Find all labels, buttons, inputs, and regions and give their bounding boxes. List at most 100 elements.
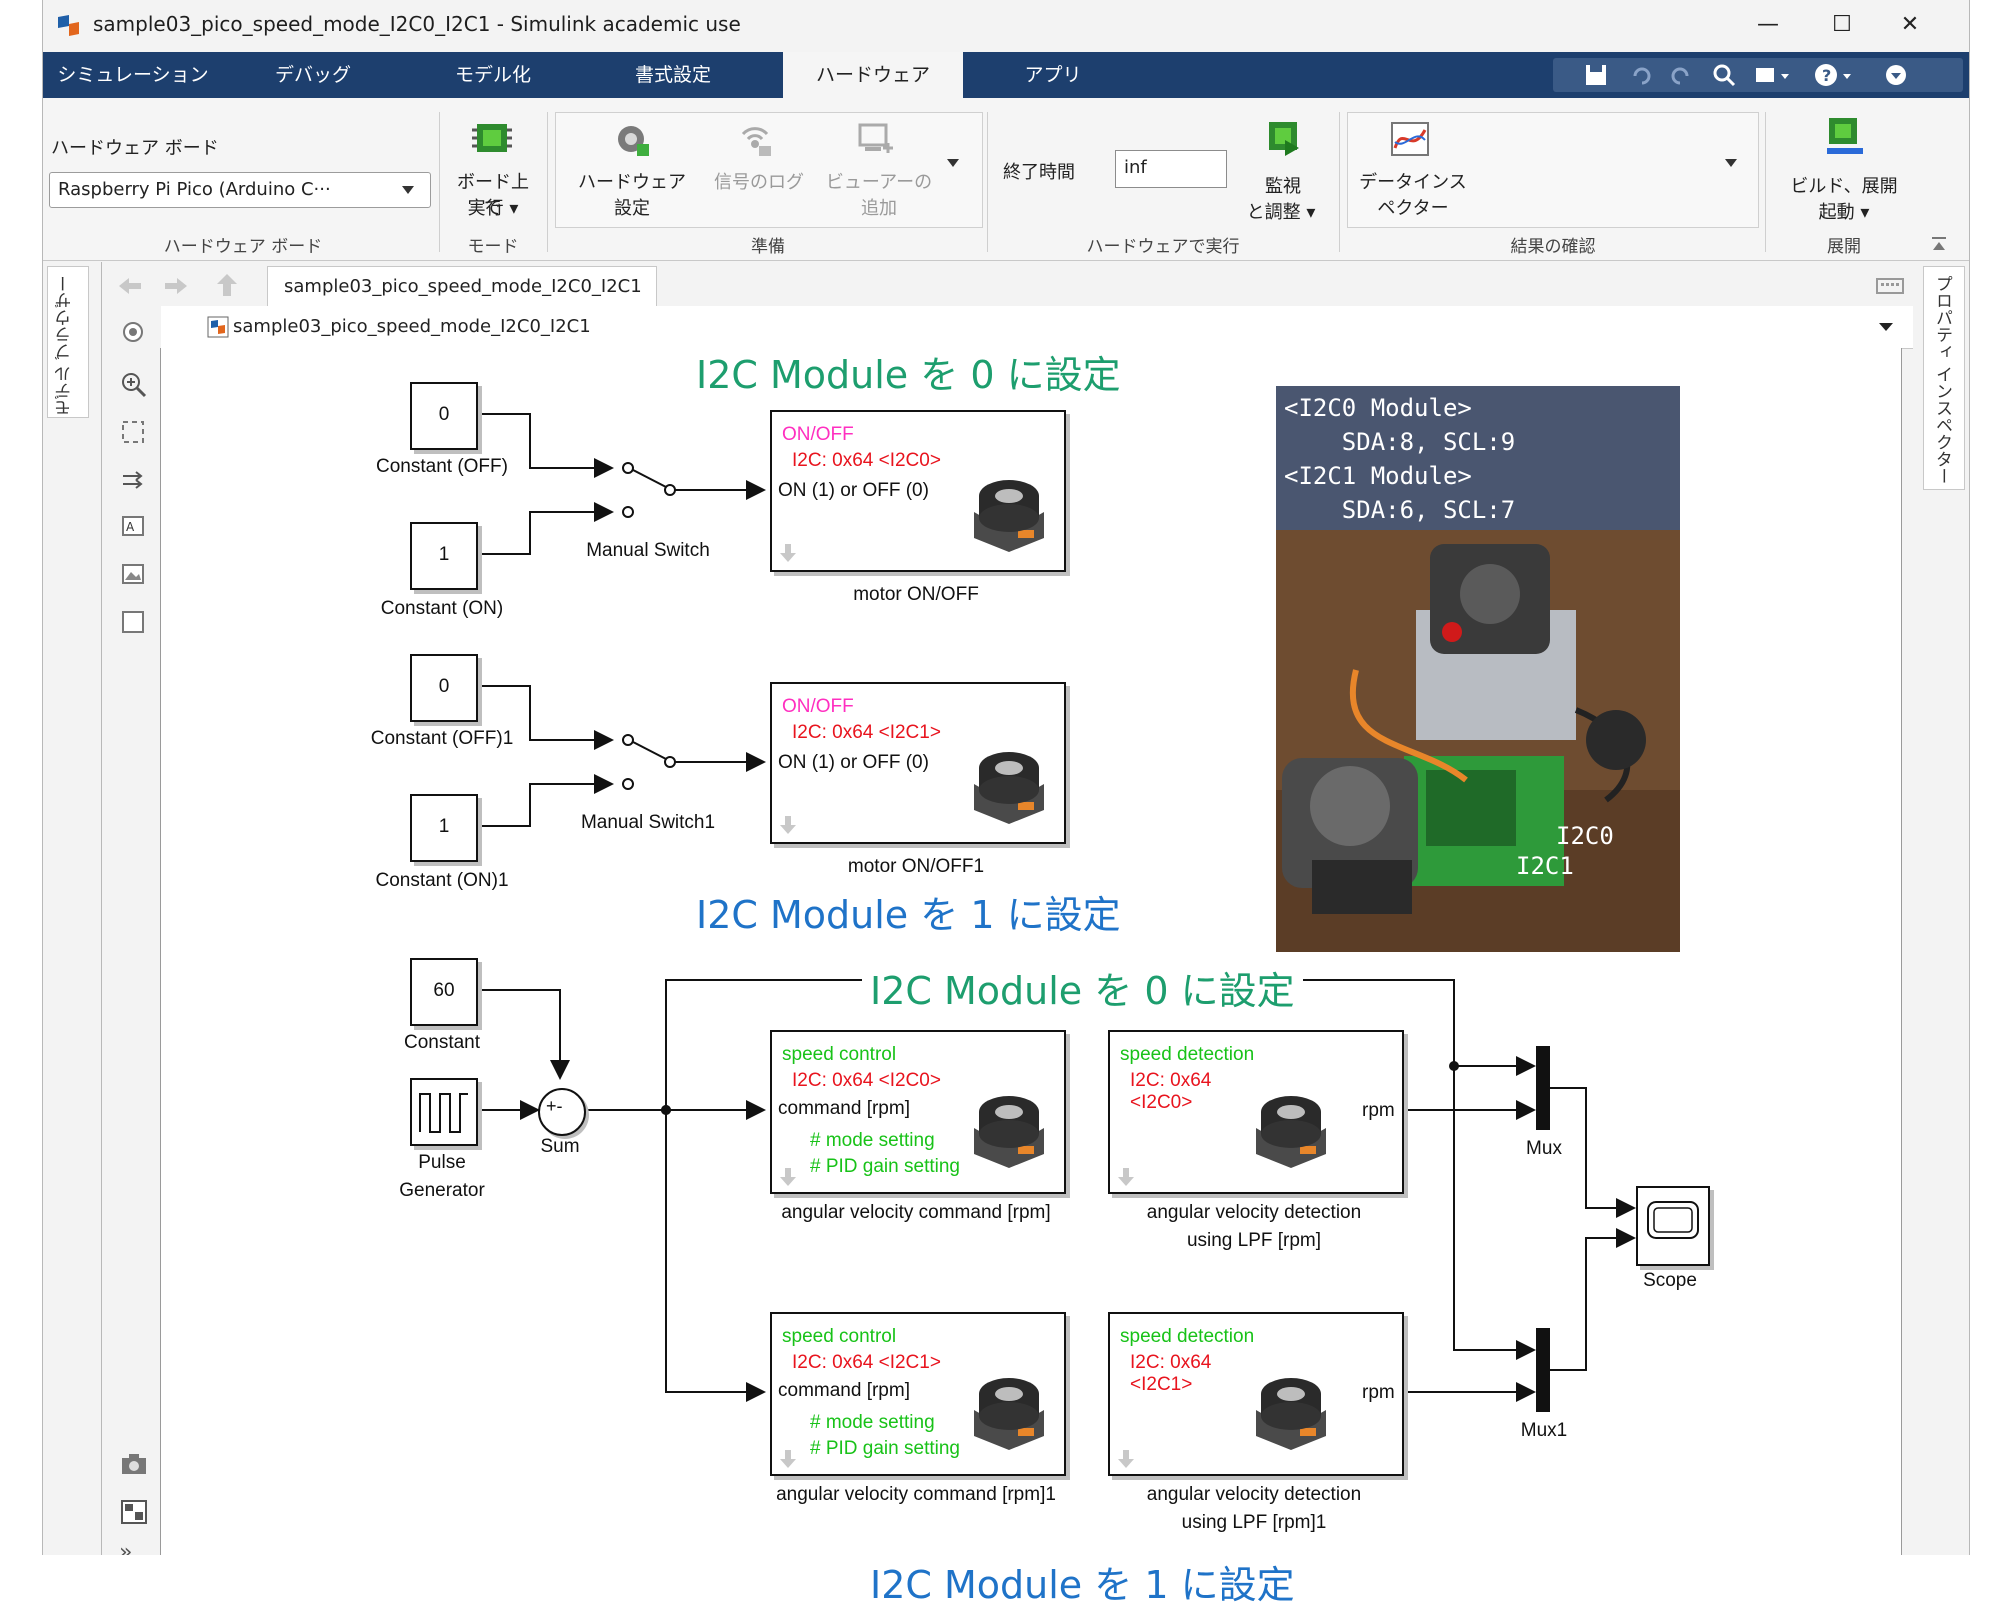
redo-icon[interactable]: [1667, 62, 1693, 88]
log-signal-button[interactable]: 信号のログ: [714, 172, 804, 193]
data-inspector-button[interactable]: データインス: [1359, 172, 1467, 193]
hardware-photo[interactable]: <I2C0 Module> SDA:8, SCL:9 <I2C1 Module>…: [1276, 386, 1680, 952]
block-title: ON/OFF: [782, 424, 854, 445]
tab-modeling[interactable]: モデル化: [454, 64, 531, 86]
breadcrumb[interactable]: sample03_pico_speed_mode_I2C0_I2C1: [233, 316, 591, 337]
block-label: angular velocity detection: [1146, 1484, 1362, 1505]
hide-show-icon[interactable]: [119, 318, 147, 346]
build-deploy-icon[interactable]: [1823, 114, 1867, 158]
motor-onoff-block[interactable]: ON/OFF I2C: 0x64 <I2C0> ON (1) or OFF (0…: [770, 410, 1066, 572]
speed-detection-i2c0-block[interactable]: speed detection I2C: 0x64 <I2C0> rpm: [1108, 1030, 1404, 1194]
run-on-board-button[interactable]: ボード上で: [457, 172, 529, 219]
stop-time-input[interactable]: inf: [1115, 150, 1227, 188]
tab-format[interactable]: 書式設定: [634, 64, 711, 86]
property-inspector-tab[interactable]: プロパティ インスペクター: [1923, 266, 1965, 490]
constant-value: 0: [438, 404, 450, 425]
motor-onoff1-block[interactable]: ON/OFF I2C: 0x64 <I2C1> ON (1) or OFF (0…: [770, 682, 1066, 844]
gear-icon[interactable]: [611, 120, 651, 158]
constant-on-block[interactable]: 1: [410, 522, 478, 590]
tab-simulation[interactable]: シミュレーション: [57, 64, 209, 86]
annotation-i2c0-top[interactable]: I2C Module を 0 に設定: [688, 344, 1129, 399]
add-viewer-icon[interactable]: [855, 120, 895, 158]
zoom-icon[interactable]: [119, 370, 147, 398]
block-label: Scope: [1643, 1270, 1697, 1291]
tab-debug[interactable]: デバッグ: [274, 64, 351, 86]
constant-block[interactable]: 60: [410, 958, 478, 1026]
collapse-ribbon-icon[interactable]: [1883, 62, 1909, 88]
fit-to-view-icon[interactable]: [119, 418, 147, 446]
hw-board-dropdown[interactable]: Raspberry Pi Pico (Arduino C···: [49, 172, 431, 208]
model-browser-tab[interactable]: モデル ブラウザー: [47, 266, 89, 418]
speed-control-i2c1-block[interactable]: speed control I2C: 0x64 <I2C1> command […: [770, 1312, 1066, 1476]
manual-switch1-label: Manual Switch1: [580, 812, 716, 833]
build-deploy-label-2[interactable]: 起動 ▾: [1818, 202, 1870, 223]
block-label: Pulse: [418, 1152, 466, 1173]
pid-setting: # PID gain setting: [810, 1156, 960, 1177]
i2c-address: I2C: 0x64 <I2C1>: [792, 1352, 941, 1373]
chevron-down-icon[interactable]: [945, 156, 961, 170]
keyboard-icon[interactable]: [1875, 276, 1905, 296]
speed-control-i2c0-block[interactable]: speed control I2C: 0x64 <I2C0> command […: [770, 1030, 1066, 1194]
annotation-i2c1-bottom[interactable]: I2C Module を 1 に設定: [862, 1554, 1303, 1609]
annotation-i2c1-mid[interactable]: I2C Module を 1 に設定: [688, 884, 1129, 939]
chip-icon[interactable]: [469, 118, 515, 158]
data-inspector-icon[interactable]: [1389, 120, 1431, 158]
chevron-down-icon[interactable]: [1877, 320, 1895, 334]
undo-icon[interactable]: [1629, 62, 1655, 88]
output-port-label: rpm: [1362, 1382, 1395, 1403]
constant-off-block[interactable]: 0: [410, 382, 478, 450]
group-label-results: 結果の確認: [1510, 237, 1596, 257]
mux-block[interactable]: [1536, 1046, 1550, 1130]
minimize-button[interactable]: —: [1757, 12, 1779, 37]
expand-toolbar-icon[interactable]: »: [119, 1540, 133, 1555]
constant-on1-block[interactable]: 1: [410, 794, 478, 862]
monitor-tune-label-2[interactable]: と調整 ▾: [1246, 202, 1316, 223]
sum-block[interactable]: +-: [538, 1088, 586, 1136]
block-title: speed control: [782, 1044, 897, 1065]
annotation-i2c0-lower[interactable]: I2C Module を 0 に設定: [862, 960, 1303, 1015]
scope-block[interactable]: [1636, 1186, 1710, 1266]
monitor-tune-button[interactable]: 監視: [1265, 176, 1301, 197]
model-data-icon[interactable]: [119, 1498, 149, 1526]
annotation-icon[interactable]: A: [119, 512, 147, 540]
mode-setting: # mode setting: [810, 1130, 935, 1151]
chevron-down-icon[interactable]: [1723, 156, 1739, 170]
collapse-icon[interactable]: [1929, 234, 1949, 254]
constant-value: 1: [438, 544, 450, 565]
monitor-tune-icon[interactable]: [1263, 118, 1303, 158]
constant-off1-block[interactable]: 0: [410, 654, 478, 722]
maximize-button[interactable]: ☐: [1832, 12, 1852, 37]
signal-arrows-icon[interactable]: [119, 466, 147, 494]
editor-tab-strip: sample03_pico_speed_mode_I2C0_I2C1: [105, 266, 1913, 307]
i2c-address: I2C: 0x64 <I2C0>: [792, 1070, 941, 1091]
speed-detection-i2c1-block[interactable]: speed detection I2C: 0x64 <I2C1> rpm: [1108, 1312, 1404, 1476]
search-icon[interactable]: [1711, 62, 1737, 88]
block-label: motor ON/OFF: [853, 584, 979, 605]
add-viewer-button[interactable]: ビューアーの: [825, 172, 933, 193]
image-icon[interactable]: [119, 560, 147, 588]
model-tab-label: sample03_pico_speed_mode_I2C0_I2C1: [284, 276, 642, 297]
log-signal-icon[interactable]: [735, 120, 775, 158]
camera-icon[interactable]: [119, 1450, 149, 1478]
block-label: Constant (OFF): [376, 456, 508, 477]
back-arrow-icon[interactable]: [115, 274, 143, 298]
output-port-label: rpm: [1362, 1100, 1395, 1121]
pulse-generator-block[interactable]: [410, 1078, 478, 1146]
block-title: ON/OFF: [782, 696, 854, 717]
save-icon[interactable]: [1583, 62, 1609, 88]
hw-board-value: Raspberry Pi Pico (Arduino C···: [58, 179, 331, 200]
mux1-block[interactable]: [1536, 1328, 1550, 1412]
print-icon[interactable]: [1753, 62, 1793, 88]
model-tab[interactable]: sample03_pico_speed_mode_I2C0_I2C1: [267, 266, 657, 307]
up-arrow-icon[interactable]: [213, 272, 241, 298]
motor-icon: [974, 1378, 1044, 1450]
hw-settings-button[interactable]: ハードウェア: [578, 172, 686, 193]
build-deploy-button[interactable]: ビルド、展開: [1790, 176, 1898, 197]
close-button[interactable]: ✕: [1900, 12, 1920, 37]
tab-hardware[interactable]: ハードウェア: [783, 52, 963, 98]
area-icon[interactable]: [119, 608, 147, 636]
run-on-board-label-2[interactable]: 実行 ▾: [467, 198, 519, 219]
forward-arrow-icon[interactable]: [163, 274, 191, 298]
help-icon[interactable]: ?: [1813, 62, 1857, 88]
tab-apps[interactable]: アプリ: [1024, 64, 1082, 86]
